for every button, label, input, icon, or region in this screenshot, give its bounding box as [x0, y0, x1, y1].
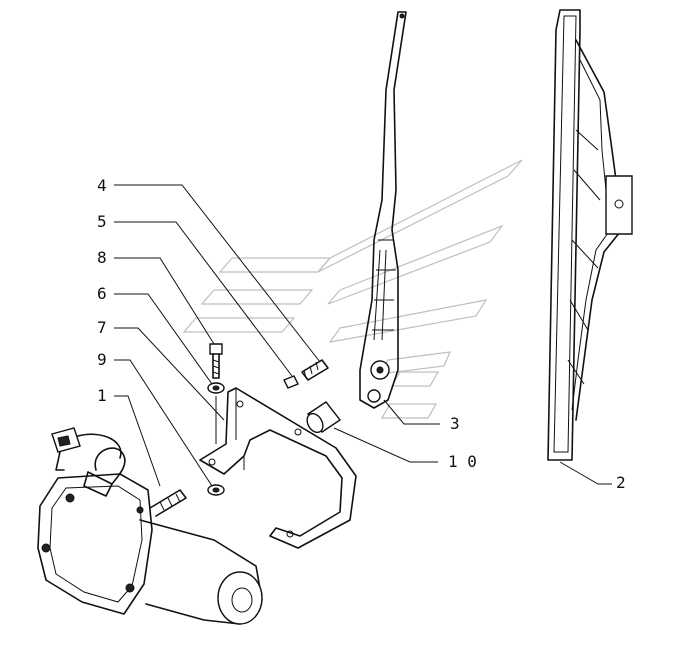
- wiper-blade: [547, 9, 633, 461]
- spacer-sleeve: [306, 401, 342, 434]
- callout-3: 3: [450, 414, 460, 433]
- callout-5: 5: [97, 212, 107, 231]
- bolt-and-nut: [283, 359, 329, 389]
- callout-6: 6: [97, 284, 107, 303]
- watermark-logo: [182, 159, 523, 419]
- screw-and-washers: [207, 343, 225, 496]
- wiper-motor: [37, 427, 263, 625]
- callout-7: 7: [97, 318, 107, 337]
- callout-2: 2: [616, 473, 626, 492]
- callout-8: 8: [97, 248, 107, 267]
- mounting-bracket: [199, 387, 357, 549]
- callout-4: 4: [97, 176, 107, 195]
- callout-9: 9: [97, 350, 107, 369]
- callout-1: 1: [97, 386, 107, 405]
- wiper-arm: [359, 11, 407, 409]
- callout-10: 1 0: [448, 452, 477, 471]
- callout-labels: 4 5 8 6 7 9 1 3 1 0 2: [97, 176, 626, 492]
- leader-lines: [114, 184, 612, 487]
